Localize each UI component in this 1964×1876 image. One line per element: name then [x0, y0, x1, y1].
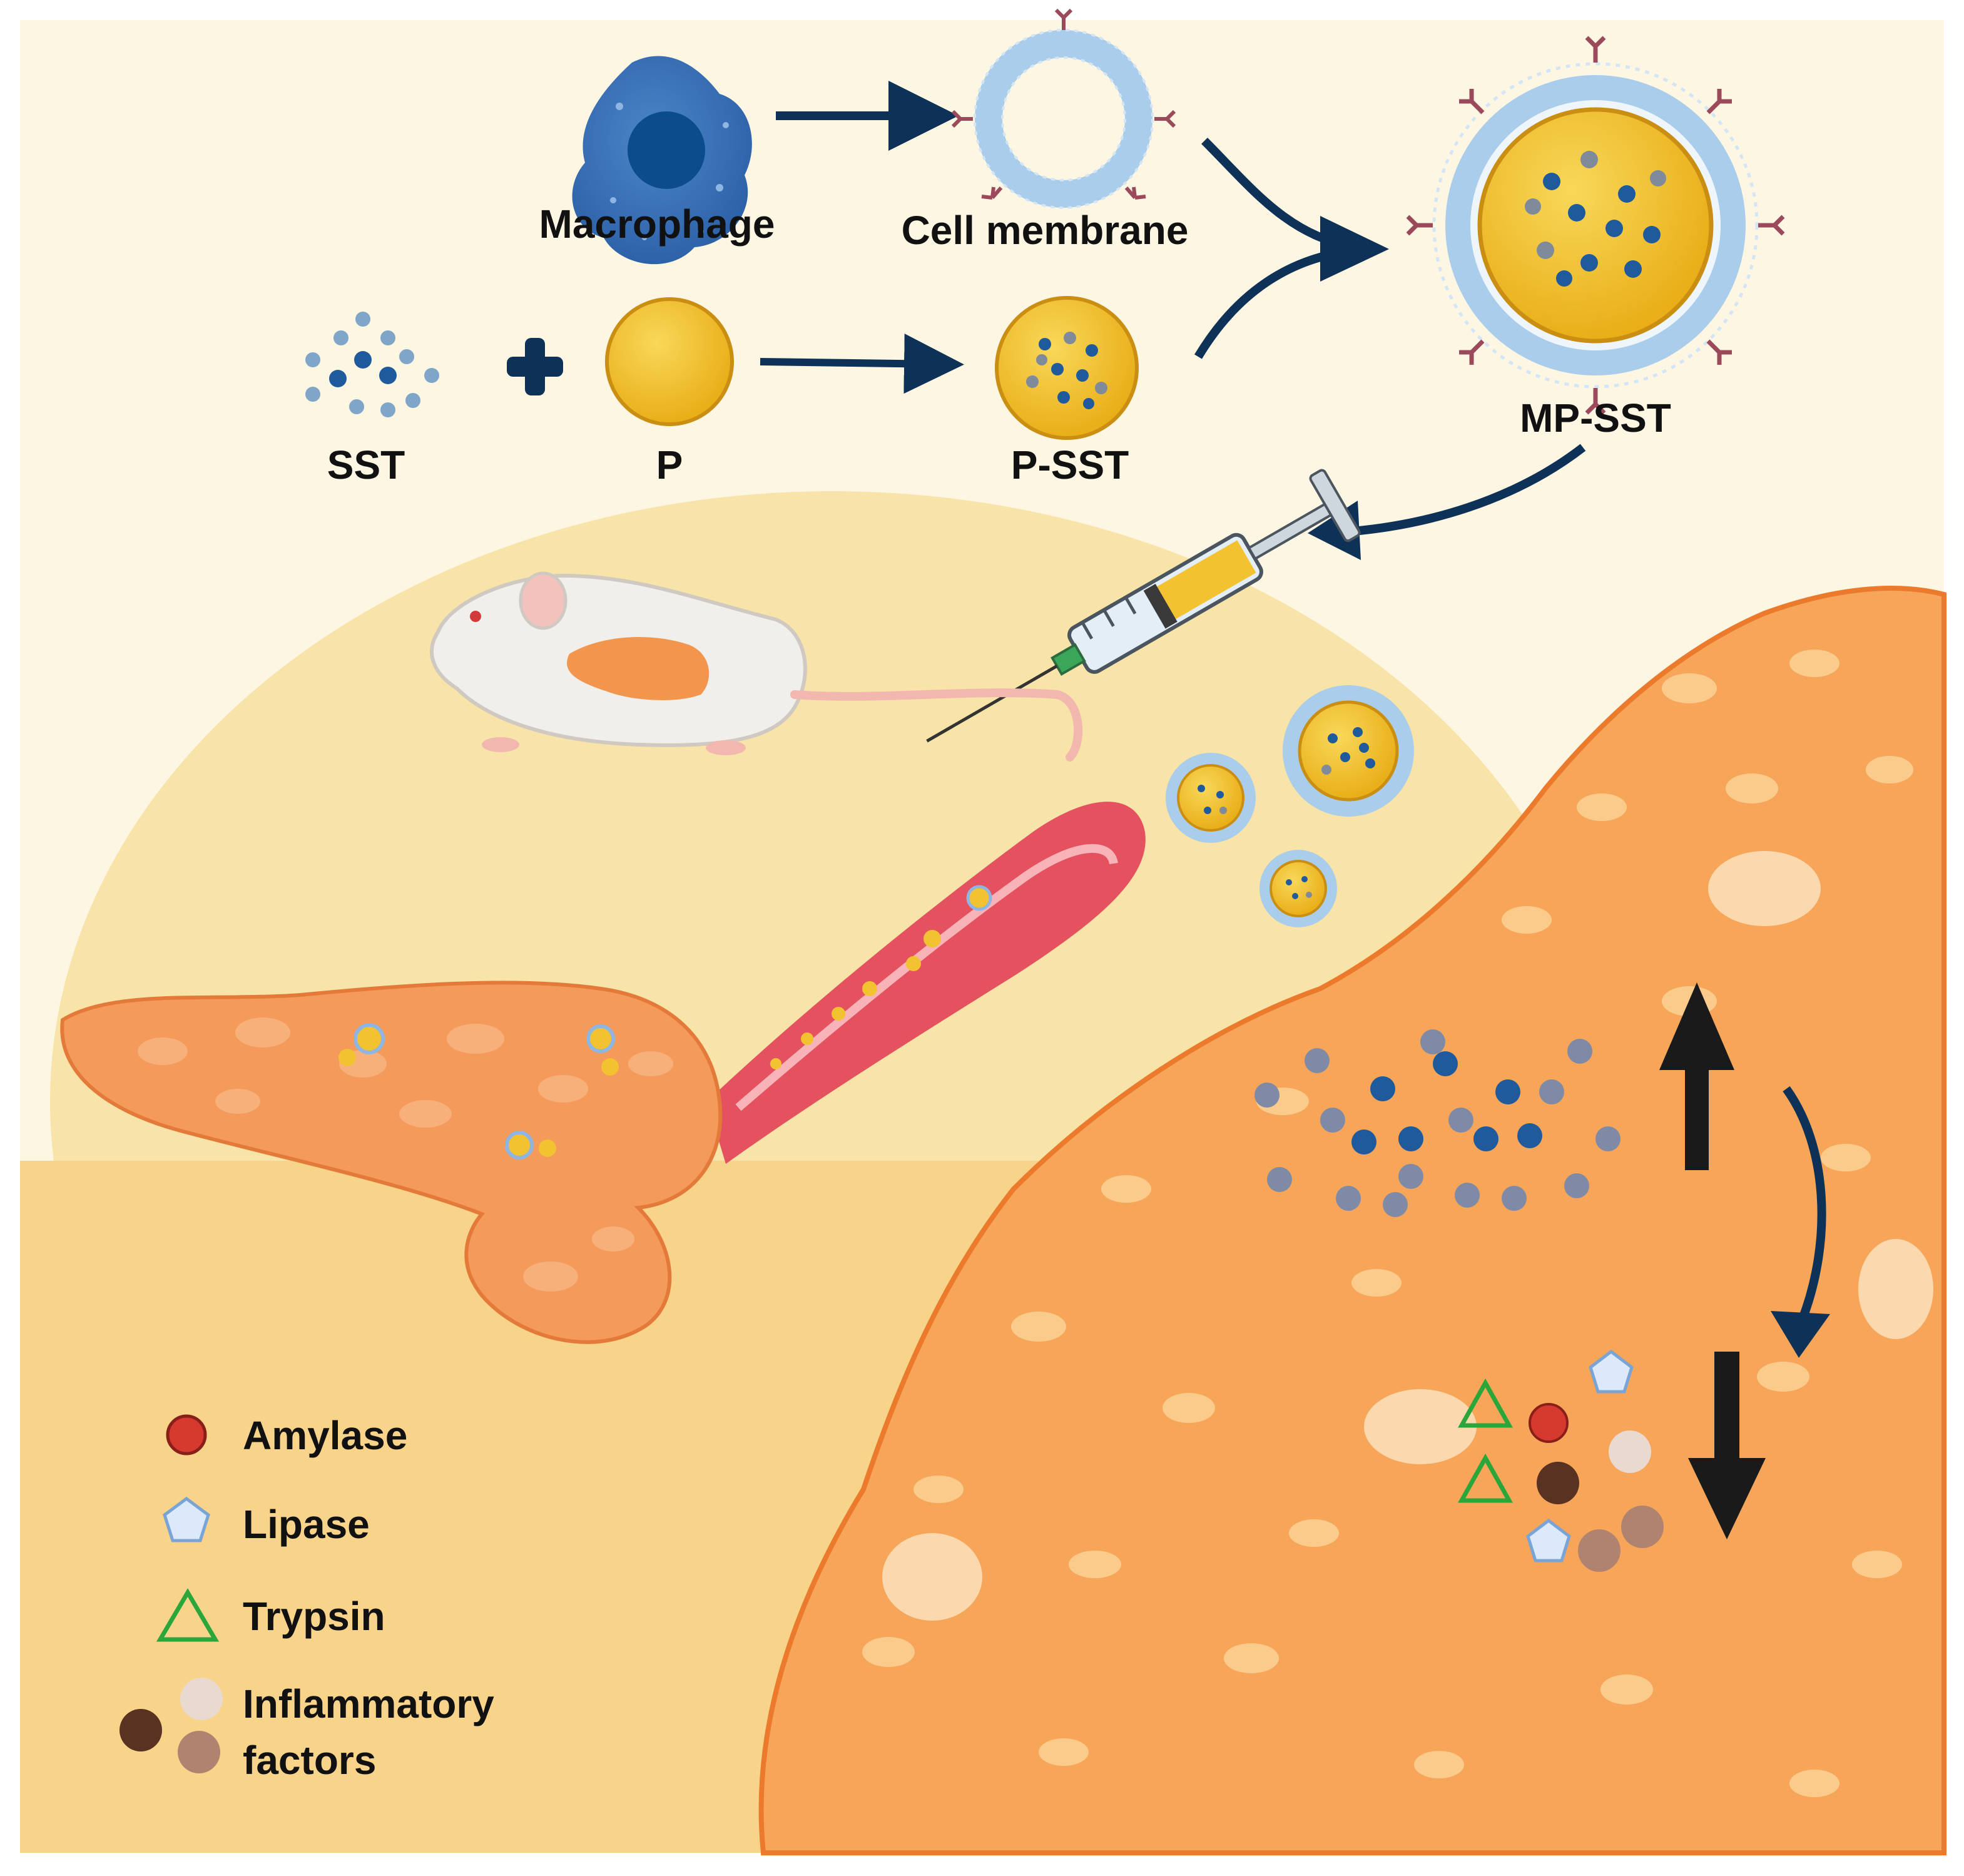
mp-sst-nanoparticle-icon: [1406, 36, 1785, 415]
sst-molecules-icon: [305, 312, 439, 417]
legend-trypsin-icon: [156, 1588, 220, 1642]
mouse-icon: [430, 571, 1083, 762]
legend-inflammatory-label-line2: factors: [243, 1738, 376, 1783]
legend: Amylase Lipase Trypsin Inflammatory fact…: [120, 1413, 494, 1783]
arrow-to-syringe: [1345, 444, 1586, 536]
legend-lipase-label: Lipase: [243, 1502, 370, 1547]
arrow-curved-transition: [1771, 1086, 1830, 1358]
legend-inflammatory-icon: [120, 1678, 223, 1773]
legend-trypsin-label: Trypsin: [243, 1594, 385, 1639]
sst-label: SST: [327, 442, 405, 487]
legend-amylase-icon: [166, 1414, 207, 1455]
legend-lipase-icon: [163, 1496, 210, 1542]
plus-icon: [507, 338, 563, 395]
macrophage-label: Macrophage: [539, 201, 775, 247]
legend-inflammatory-label-line1: Inflammatory: [243, 1681, 494, 1726]
pancreas-icon: [60, 981, 723, 1344]
arrow-up-increase: [1659, 982, 1734, 1170]
p-label: P: [656, 442, 683, 487]
arrow-down-decrease: [1688, 1352, 1766, 1539]
blood-vessel-icon: [707, 802, 1146, 1164]
arrow-p-to-p-sst: [760, 334, 964, 394]
merge-arrow: [1194, 138, 1389, 359]
p-nanoparticle-icon: [605, 297, 734, 426]
macrophage-icon: [572, 56, 752, 265]
p-sst-nanoparticle-icon: [995, 296, 1139, 440]
cell-membrane-icon: [951, 8, 1176, 209]
p-sst-label: P-SST: [1011, 442, 1129, 487]
floating-mp-sst-particles: [1166, 685, 1414, 927]
enzyme-cluster: [1458, 1349, 1664, 1572]
cell-membrane-label: Cell membrane: [902, 208, 1189, 253]
legend-amylase-label: Amylase: [243, 1413, 407, 1458]
sst-release-cluster: [1254, 1029, 1621, 1217]
mp-sst-label: MP-SST: [1520, 395, 1671, 441]
syringe-icon: [926, 469, 1361, 743]
